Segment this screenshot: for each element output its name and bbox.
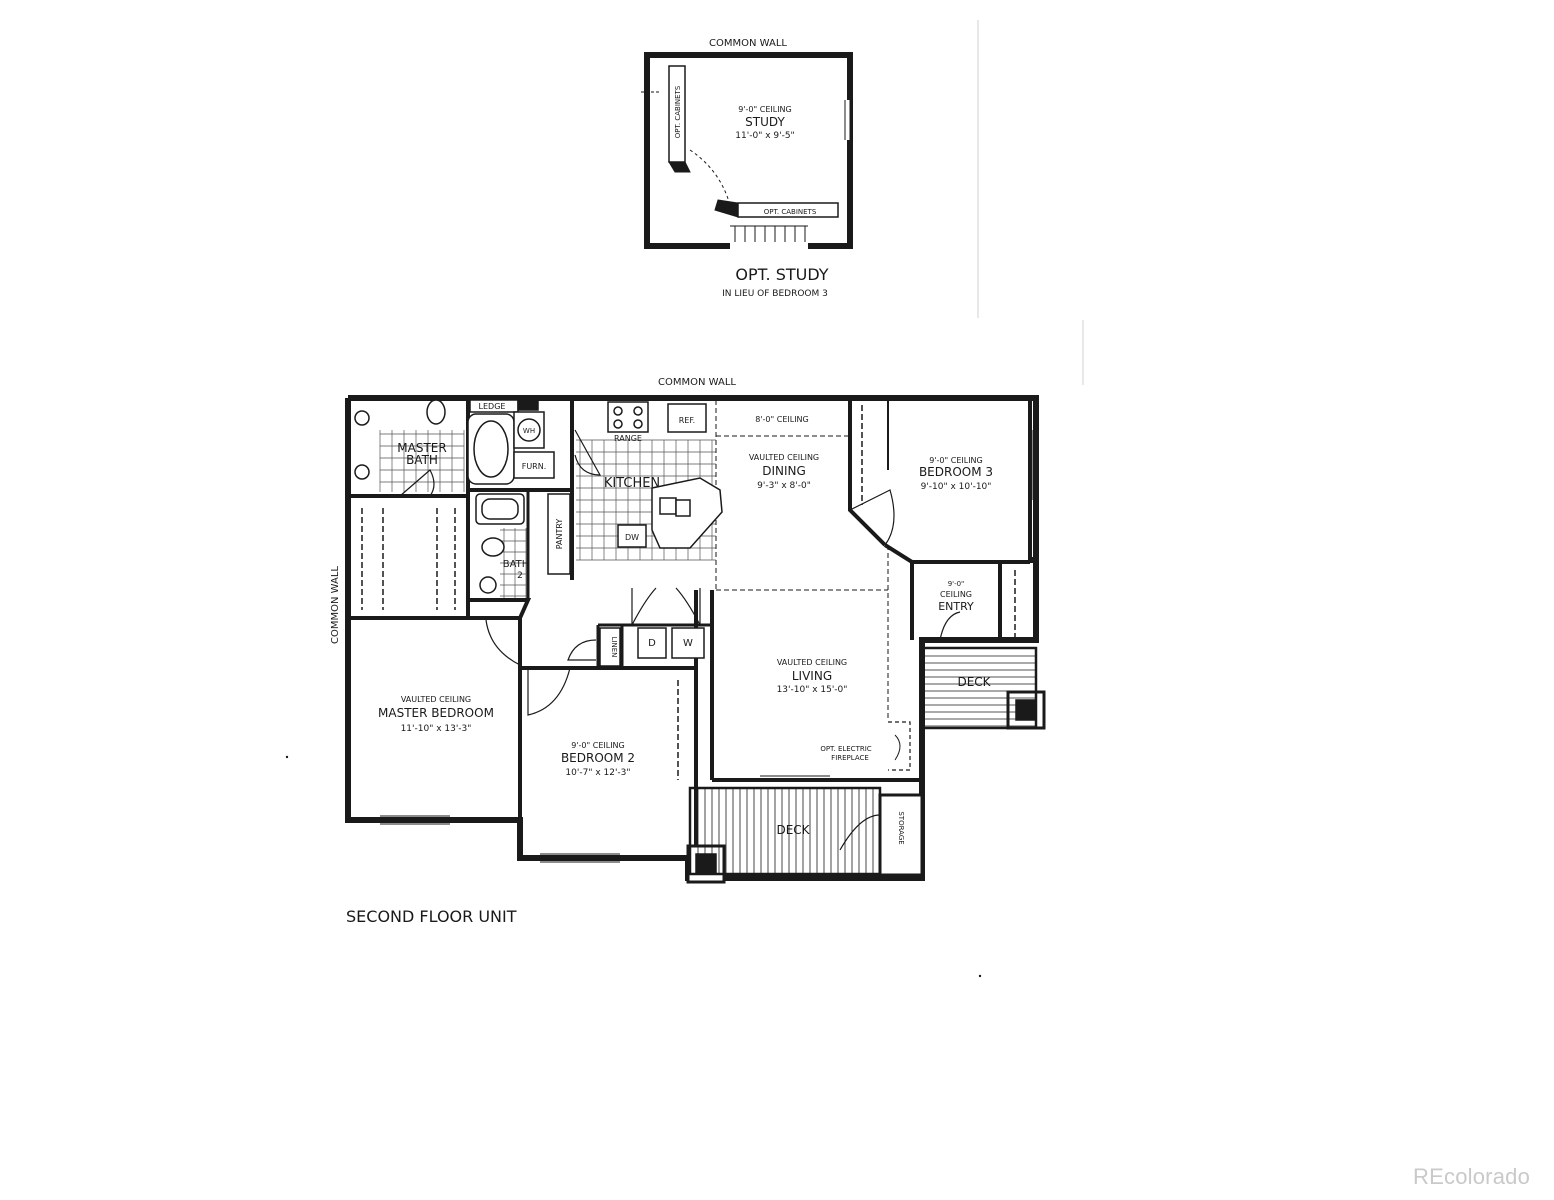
- study-dims-label: 11'-0" x 9'-5": [735, 131, 794, 141]
- entry-label: ENTRY: [938, 600, 974, 613]
- study-title: OPT. STUDY: [735, 265, 828, 284]
- dryer: [637, 627, 667, 659]
- living-label: LIVING: [792, 669, 832, 683]
- water-heater: [517, 418, 541, 442]
- living-ceiling-label: VAULTED CEILING: [777, 658, 847, 667]
- dining-ceiling-label: VAULTED CEILING: [749, 453, 819, 462]
- master-sink-1: [354, 410, 370, 426]
- common-wall-side-label: COMMON WALL: [330, 566, 341, 644]
- kitchen-label: KITCHEN: [604, 476, 660, 491]
- master-tub-basin: [473, 420, 509, 478]
- master-ceiling-label: VAULTED CEILING: [401, 695, 471, 704]
- furnace-box: [513, 451, 555, 479]
- deck-bottom-label: DECK: [776, 823, 810, 837]
- study-stair-lines: [730, 225, 808, 242]
- master-dims-label: 11'-10" x 13'-3": [401, 724, 472, 734]
- dining-label: DINING: [762, 464, 806, 478]
- fireplace-label-2: FIREPLACE: [831, 754, 869, 762]
- master-bath-label-2: BATH: [406, 453, 438, 467]
- refrigerator: [667, 403, 707, 433]
- closet-lines: [361, 405, 1016, 780]
- study-name-label: STUDY: [745, 115, 785, 129]
- storage-label: STORAGE: [897, 811, 905, 844]
- scan-dot: [285, 755, 289, 759]
- bed3-dims-label: 9'-10" x 10'-10": [921, 482, 992, 492]
- bath2-tub-inner: [481, 498, 519, 520]
- study-opt-cabinets-bottom-label: OPT. CABINETS: [764, 208, 817, 216]
- bath2-toilet: [481, 537, 505, 557]
- bath2-label-1: BATH: [503, 559, 530, 570]
- tile-floor: [379, 430, 716, 598]
- entry-ceiling-label-1: 9'-0": [948, 580, 965, 588]
- master-bedroom-label: MASTER BEDROOM: [378, 706, 494, 720]
- opt-electric-fireplace: [888, 721, 911, 771]
- linen-box: [599, 627, 621, 667]
- dining-ceiling-top-label: 8'-0" CEILING: [755, 415, 809, 424]
- range-label: RANGE: [614, 434, 642, 443]
- master-sink-2: [354, 464, 370, 480]
- bed3-label: BEDROOM 3: [919, 465, 993, 479]
- dining-dims-label: 9'-3" x 8'-0": [757, 481, 811, 491]
- kitchen-sink-1: [659, 497, 677, 515]
- study-subtitle: IN LIEU OF BEDROOM 3: [722, 289, 828, 299]
- fireplace-label-1: OPT. ELECTRIC: [820, 745, 871, 753]
- deck-bottom: [688, 786, 882, 876]
- common-wall-top-label: COMMON WALL: [658, 377, 736, 388]
- master-bath-label-1: MASTER: [397, 441, 446, 455]
- windows: [345, 430, 1033, 863]
- dryer-label: D: [648, 638, 656, 649]
- pantry-box: [547, 493, 571, 575]
- dw-label: DW: [625, 533, 639, 542]
- main-walls: [345, 395, 1039, 881]
- master-toilet: [426, 399, 446, 425]
- study-door-arc: [689, 149, 731, 206]
- watermark: REcolorado: [1413, 1164, 1530, 1189]
- unit-title: SECOND FLOOR UNIT: [346, 907, 517, 926]
- kitchen-sink-2: [675, 499, 691, 517]
- ledge-label: LEDGE: [479, 402, 506, 411]
- dark-block: [517, 397, 539, 411]
- bath2-sink: [479, 576, 497, 594]
- study-corner-cabinet-2: [714, 199, 739, 218]
- bath2-label-2: 2: [517, 571, 523, 581]
- study-corner-cabinet: [668, 161, 691, 173]
- deck-right: [920, 646, 1038, 730]
- fixtures: [354, 397, 1046, 884]
- door-swings: [399, 429, 961, 851]
- bed3-ceiling-label: 9'-0" CEILING: [929, 456, 983, 465]
- study-common-wall-label: COMMON WALL: [709, 38, 787, 49]
- entry-ceiling-label-2: CEILING: [940, 590, 972, 599]
- wh-label: WH: [523, 427, 535, 435]
- living-dims-label: 13'-10" x 15'-0": [777, 685, 848, 695]
- bed2-dims-label: 10'-7" x 12'-3": [565, 768, 630, 778]
- ref-label: REF.: [679, 416, 695, 425]
- washer: [671, 627, 705, 659]
- range: [607, 401, 649, 433]
- ceiling-dashed-lines: [715, 400, 889, 720]
- washer-label: W: [683, 638, 693, 649]
- study-opt-cabinets-left-label: OPT. CABINETS: [674, 85, 682, 138]
- furn-label: FURN.: [522, 462, 547, 471]
- linen-label: LINEN: [610, 637, 618, 658]
- dishwasher: [617, 524, 647, 548]
- deck-right-label: DECK: [957, 675, 991, 689]
- bed2-ceiling-label: 9'-0" CEILING: [571, 741, 625, 750]
- bed2-label: BEDROOM 2: [561, 751, 635, 765]
- study-ceiling-label: 9'-0" CEILING: [738, 105, 792, 114]
- pantry-label: PANTRY: [555, 519, 564, 550]
- study-inset: [641, 52, 853, 250]
- scan-dot-2: [978, 974, 982, 978]
